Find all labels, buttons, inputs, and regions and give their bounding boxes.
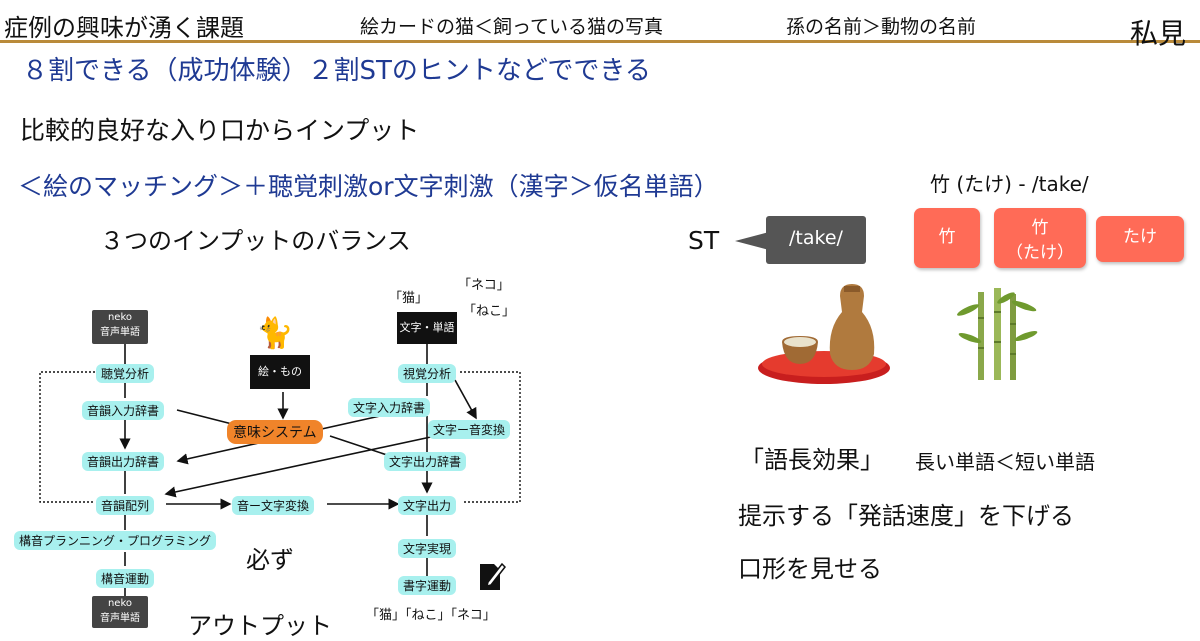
- katakana-label: 「ネコ」: [458, 278, 510, 293]
- text-box: 文字・単語: [397, 312, 457, 344]
- success-line: ８割できる（成功体験）２割STのヒントなどでできる: [22, 56, 651, 86]
- speech-rate-note: 提示する「発話速度」を下げる: [738, 502, 1074, 530]
- picture-box: 絵・もの: [250, 355, 310, 389]
- matching-line: ＜絵のマッチング＞＋聴覚刺激or文字刺激（漢字＞仮名単語）: [18, 172, 719, 201]
- entry-line: 比較的良好な入り口からインプット: [20, 116, 420, 145]
- word-length-effect: 「語長効果」: [740, 446, 884, 474]
- cognitive-model-connectors: [39, 342, 521, 598]
- articulatory-planning: 構音プランニング・プログラミング: [14, 531, 217, 550]
- auditory-analysis: 聴覚分析: [96, 364, 155, 383]
- letter-input-lexicon: 文字入力辞書: [348, 398, 431, 417]
- letter-realization: 文字実現: [398, 539, 457, 558]
- header-rule: [0, 40, 1200, 43]
- neko-output-label: neko 音声単語: [92, 596, 148, 628]
- hiragana-label: 「ねこ」: [463, 304, 516, 319]
- phoneme-sequence: 音韻配列: [96, 496, 155, 515]
- letter-output-lexicon: 文字出力辞書: [384, 452, 467, 471]
- neko-output-word: neko: [107, 598, 133, 609]
- letter-output: 文字出力: [398, 496, 457, 515]
- card-kanji-furigana: 竹 （たけ）: [994, 208, 1086, 268]
- sake-set-icon: [758, 284, 890, 384]
- card-kana: たけ: [1096, 216, 1184, 262]
- kanji-label: 「猫」: [389, 291, 429, 306]
- semantic-system: 意味システム: [227, 420, 323, 444]
- writing-icon: [480, 562, 506, 590]
- articulation: 構音運動: [96, 569, 155, 588]
- speech-bubble: /take/: [766, 216, 866, 264]
- output-word-labels: 「猫」「ねこ」「ネコ」: [366, 608, 496, 623]
- name-note: 孫の名前＞動物の名前: [786, 16, 977, 38]
- neko-input-label: neko 音声単語: [92, 310, 148, 344]
- visual-analysis: 視覚分析: [398, 364, 457, 383]
- mouth-shape-note: 口形を見せる: [738, 555, 882, 583]
- page-title: 症例の興味が湧く課題: [4, 14, 244, 42]
- take-label: 竹 (たけ) - /take/: [930, 172, 1089, 196]
- balance-heading: ３つのインプットのバランス: [100, 227, 411, 255]
- phonological-input-lexicon: 音韻入力辞書: [82, 401, 165, 420]
- card-note: 絵カードの猫＜飼っている猫の写真: [360, 16, 664, 38]
- neko-input-word: neko: [107, 312, 133, 323]
- speech-pointer: [735, 232, 769, 250]
- must-label: 必ず: [246, 546, 294, 574]
- sound-letter-conversion: 音ー文字変換: [232, 496, 315, 515]
- card-kanji-reading: （たけ）: [1006, 243, 1074, 263]
- neko-input-sub: 音声単語: [100, 327, 140, 338]
- letter-sound-conversion: 文字ー音変換: [428, 420, 511, 439]
- card-kanji-top: 竹: [1031, 218, 1049, 238]
- word-length-detail: 長い単語＜短い単語: [915, 450, 1095, 474]
- output-label: アウトプット: [188, 612, 332, 640]
- card-kanji: 竹: [914, 208, 980, 268]
- bamboo-icon: [957, 288, 1038, 380]
- neko-output-sub: 音声単語: [100, 613, 140, 624]
- writing-movement: 書字運動: [398, 576, 457, 595]
- opinion-label: 私見: [1129, 17, 1186, 50]
- cat-icon: 🐈: [256, 316, 294, 351]
- st-label: ST: [688, 226, 720, 255]
- phonological-output-lexicon: 音韻出力辞書: [82, 452, 165, 471]
